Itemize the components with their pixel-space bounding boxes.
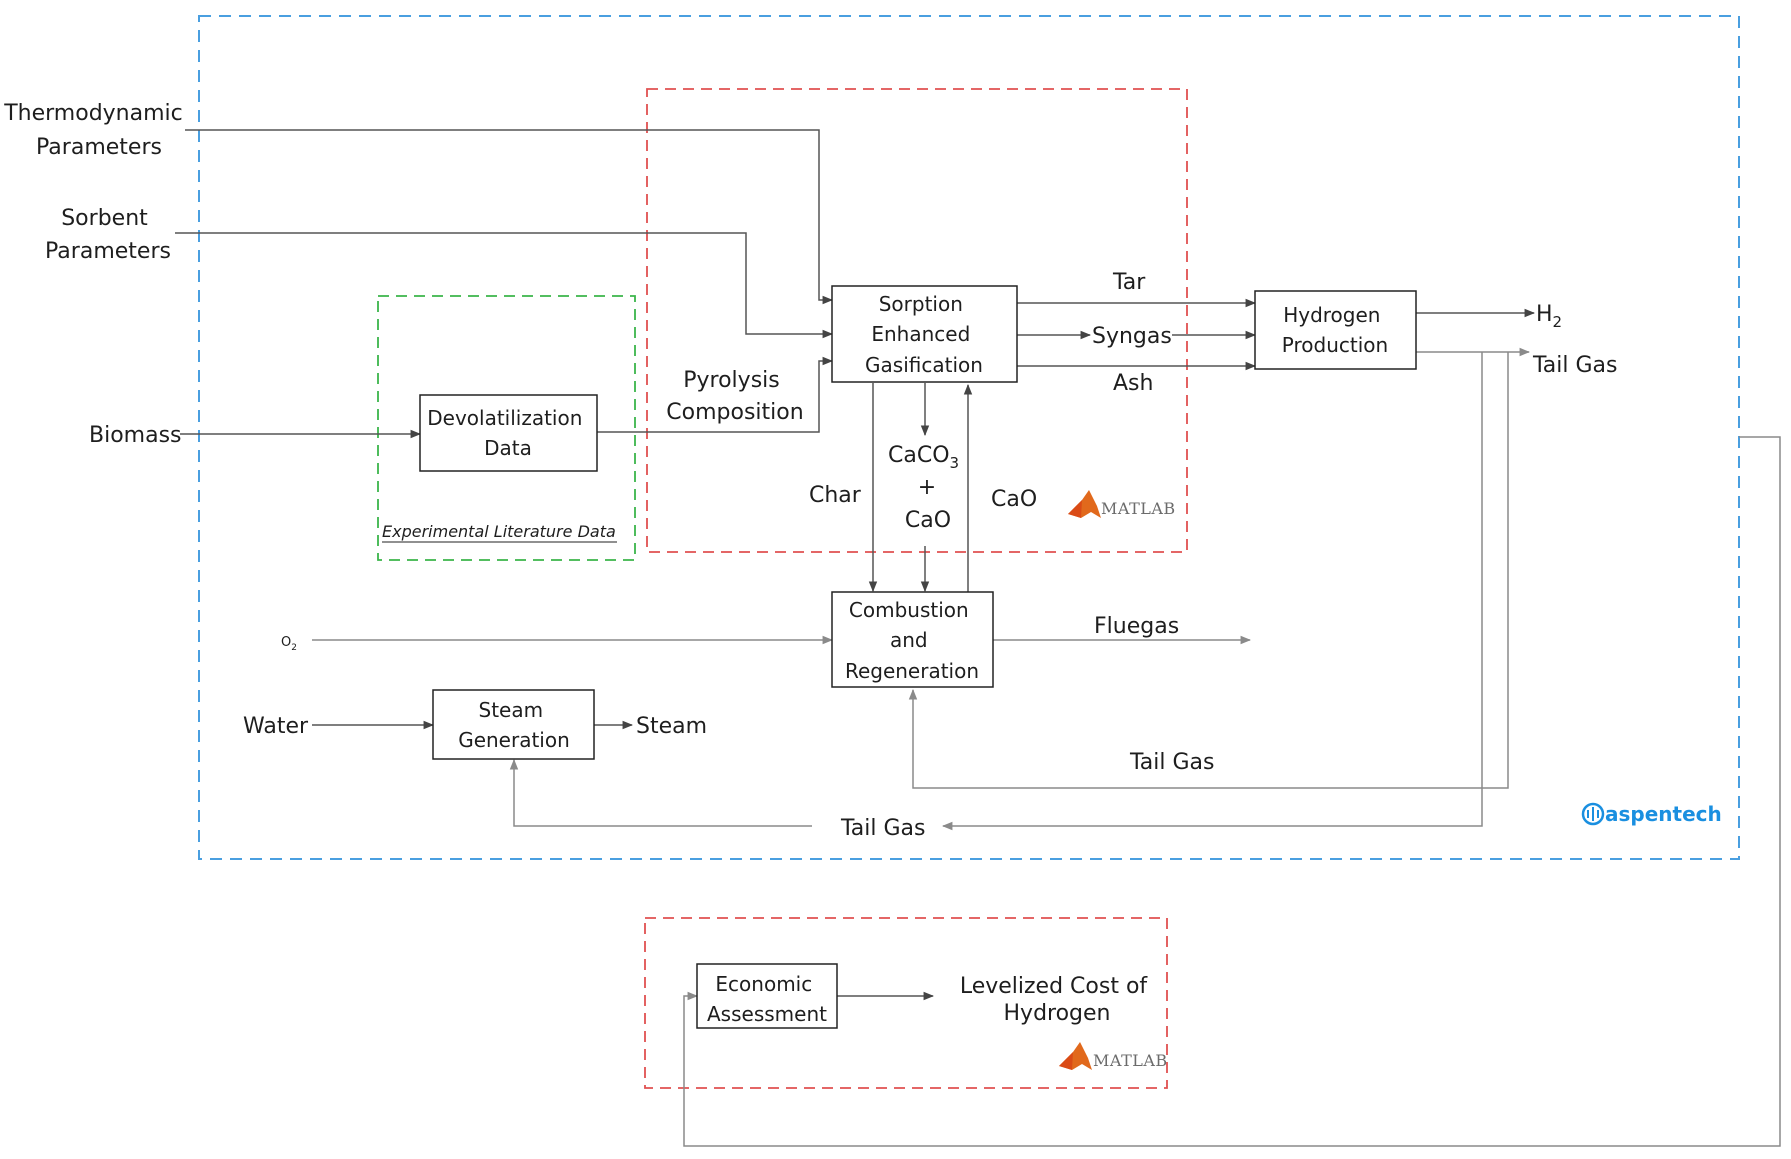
cao-label: CaO xyxy=(905,508,951,533)
aspentech-icon xyxy=(1581,802,1605,826)
pyrolysis-line-2: Composition xyxy=(666,400,803,425)
pyrolysis-label: Pyrolysis Composition xyxy=(666,368,803,425)
water-label: Water xyxy=(243,714,309,739)
thermo-line-1: Thermodynamic xyxy=(3,101,183,126)
pyrolysis-line-1: Pyrolysis xyxy=(683,368,779,393)
tail-gas-comb-label: Tail Gas xyxy=(1129,750,1215,775)
combustion-box xyxy=(831,591,994,688)
h2-subscript: 2 xyxy=(1553,313,1563,331)
comb-line-3: Regeneration xyxy=(845,659,979,683)
steam-gen-line-1: Steam xyxy=(479,698,544,722)
seg-line-1: Sorption xyxy=(879,292,963,316)
sorbent-flow-line xyxy=(175,232,834,339)
matlab-economic-region xyxy=(644,917,1168,1089)
economic-loop-line xyxy=(683,436,1781,1147)
comb-label: Combustion and Regeneration xyxy=(845,598,979,683)
matlab-membrane-shade-2 xyxy=(1059,1052,1073,1070)
devolatilization-box xyxy=(419,394,598,472)
matlab-gasification-region xyxy=(646,88,1188,553)
caco3-subscript: 3 xyxy=(950,454,960,472)
tail-gas-steam-line xyxy=(941,352,1483,831)
hydrogen-production-box xyxy=(1254,290,1417,370)
comb-line-1: Combustion xyxy=(849,598,969,622)
sorbent-label: Sorbent Parameters xyxy=(45,206,171,264)
comb-line-2: and xyxy=(890,628,928,652)
caco3-label: CaCO3 xyxy=(888,443,959,472)
tail-gas-steam-line-2 xyxy=(509,758,812,827)
sorbent-line-2: Parameters xyxy=(45,239,171,264)
economic-box xyxy=(696,963,838,1029)
devol-line-1: Devolatilization xyxy=(427,406,582,430)
tail-gas-label: Tail Gas xyxy=(1532,353,1618,378)
seg-box xyxy=(831,285,1018,383)
matlab-logo-text-2: MATLAB xyxy=(1093,1051,1168,1070)
o2-text: O xyxy=(281,635,291,650)
h2-label: H2 xyxy=(1536,302,1562,331)
o2-subscript: 2 xyxy=(291,643,297,653)
aspentech-logo-text: aspentech xyxy=(1605,802,1722,826)
pyrolysis-flow-line xyxy=(597,356,834,433)
lcoh-line-2: Hydrogen xyxy=(1004,1001,1111,1026)
steam-out-label: Steam xyxy=(636,714,707,739)
matlab-logo-text: MATLAB xyxy=(1101,499,1176,518)
seg-label: Sorption Enhanced Gasification xyxy=(865,292,983,377)
econ-line-2: Assessment xyxy=(707,1002,827,1026)
lcoh-line-1: Levelized Cost of xyxy=(960,974,1149,999)
aspentech-logo: aspentech xyxy=(1581,802,1722,826)
o2-label: O2 xyxy=(281,635,297,653)
thermo-label: Thermodynamic Parameters xyxy=(3,101,190,160)
matlab-logo-2: MATLAB xyxy=(1059,1042,1168,1070)
experimental-data-region xyxy=(377,295,636,561)
econ-label: Economic Assessment xyxy=(707,972,827,1026)
steam-gen-label: Steam Generation xyxy=(458,698,570,752)
experimental-region-label: Experimental Literature Data xyxy=(382,522,616,541)
thermo-line-2: Parameters xyxy=(36,135,162,160)
h2prod-line-1: Hydrogen xyxy=(1283,303,1380,327)
econ-line-1: Economic xyxy=(715,972,812,996)
matlab-membrane-shade xyxy=(1068,500,1082,518)
tail-gas-steam-label: Tail Gas xyxy=(840,816,926,841)
seg-line-2: Enhanced xyxy=(871,322,970,346)
syngas-label: Syngas xyxy=(1092,324,1172,349)
matlab-logo: MATLAB xyxy=(1068,490,1176,518)
tar-label: Tar xyxy=(1112,270,1146,295)
steam-gen-line-2: Generation xyxy=(458,728,570,752)
tail-gas-comb-line xyxy=(908,352,1509,789)
thermo-flow-line xyxy=(185,129,834,305)
h2-text: H xyxy=(1536,302,1553,327)
cao-return-label: CaO xyxy=(991,487,1037,512)
char-label: Char xyxy=(809,483,862,508)
h2prod-line-2: Production xyxy=(1282,333,1388,357)
caco3-text: CaCO xyxy=(888,443,950,468)
devol-label: Devolatilization Data xyxy=(427,406,589,460)
ash-label: Ash xyxy=(1113,371,1153,396)
biomass-label: Biomass xyxy=(89,423,182,448)
seg-line-3: Gasification xyxy=(865,353,983,377)
steam-generation-box xyxy=(432,689,595,760)
fluegas-label: Fluegas xyxy=(1094,614,1179,639)
h2prod-label: Hydrogen Production xyxy=(1282,303,1388,357)
lcoh-label: Levelized Cost of Hydrogen xyxy=(960,974,1154,1026)
plus-label: + xyxy=(918,475,936,500)
sorbent-line-1: Sorbent xyxy=(61,206,148,231)
devol-line-2: Data xyxy=(484,436,532,460)
